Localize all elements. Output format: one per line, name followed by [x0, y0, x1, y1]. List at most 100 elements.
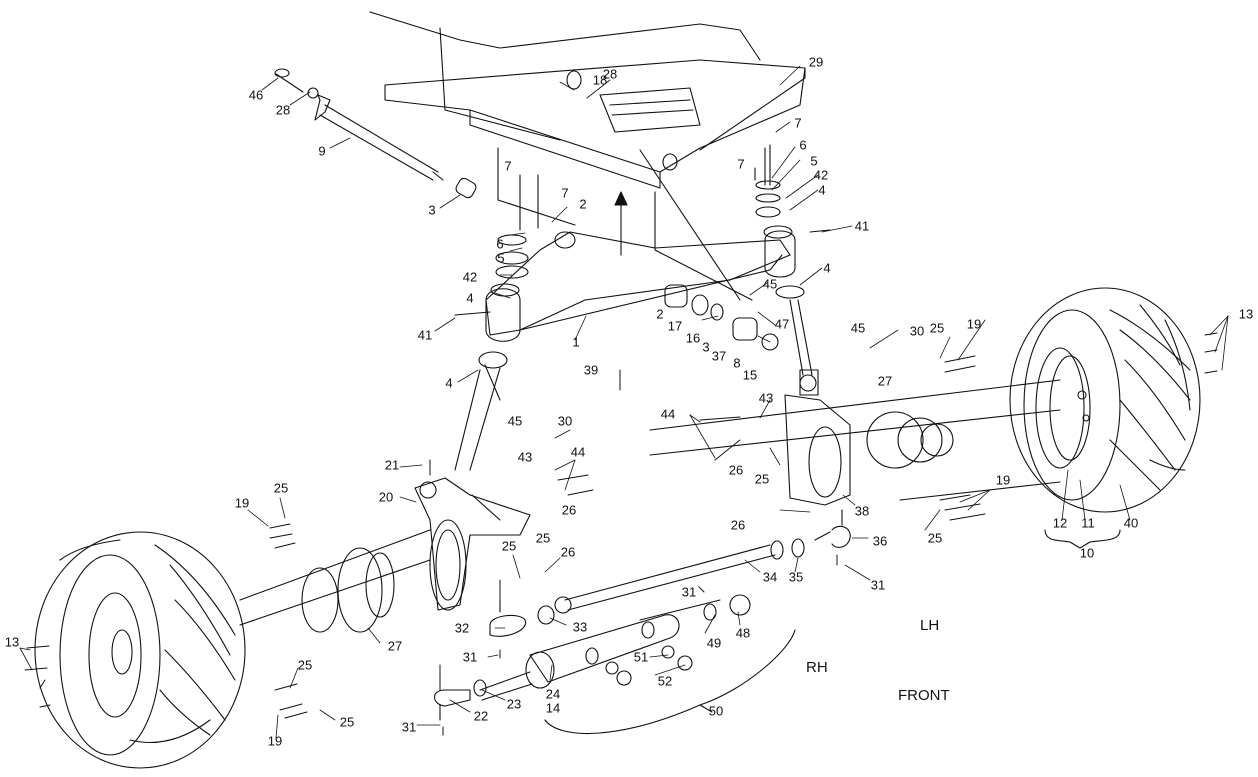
callout-number: 34: [762, 569, 778, 585]
callout-number: 10: [1079, 545, 1095, 561]
callout-number: 39: [583, 362, 599, 378]
callout-number: 19: [234, 495, 250, 511]
callout-number: 4: [445, 375, 453, 391]
callout-number: 51: [633, 649, 649, 665]
callout-number: 31: [681, 584, 697, 600]
callout-number: 44: [660, 406, 676, 422]
callout-number: 14: [545, 700, 561, 716]
callout-number: 6: [496, 236, 504, 252]
callout-number: 28: [602, 66, 618, 82]
group-brackets: [544, 529, 1121, 735]
callout-number: 31: [462, 649, 478, 665]
callout-number: 18: [592, 72, 608, 88]
lh-axle-lines: [649, 379, 1061, 501]
callout-number: 4: [823, 260, 831, 276]
pivot-bushings: [664, 284, 779, 351]
callout-number: 25: [273, 480, 289, 496]
callout-number: 25: [929, 320, 945, 336]
callout-number: 25: [754, 471, 770, 487]
callout-number: 31: [870, 577, 886, 593]
callout-number: 45: [762, 276, 778, 292]
callout-number: 2: [579, 196, 587, 212]
callout-number: 26: [560, 544, 576, 560]
rh-wheel-tire: [34, 531, 246, 769]
callout-number: 17: [667, 318, 683, 334]
bolt-fasteners: [24, 229, 1218, 736]
callout-number: 5: [810, 153, 818, 169]
callout-number: 40: [1123, 515, 1139, 531]
callout-number: 25: [535, 530, 551, 546]
callout-number: 45: [850, 320, 866, 336]
callout-number: 43: [758, 390, 774, 406]
callout-number: 35: [788, 569, 804, 585]
callout-number: 9: [318, 143, 326, 159]
callout-number: 4: [466, 290, 474, 306]
callout-number: 3: [702, 339, 710, 355]
callout-number: 36: [872, 533, 888, 549]
callout-number: 2: [656, 306, 664, 322]
callout-number: 1: [572, 334, 580, 350]
callout-number: 4: [818, 182, 826, 198]
callout-number: 24: [545, 686, 561, 702]
rh-kingpin-stack: [454, 174, 539, 471]
callout-number: 25: [927, 530, 943, 546]
pivot-rod: [274, 68, 477, 199]
callout-number: 49: [706, 635, 722, 651]
callout-number: 50: [708, 703, 724, 719]
callout-number: 6: [799, 137, 807, 153]
callout-number: 38: [854, 503, 870, 519]
lh-spindle: [784, 369, 851, 506]
callout-number: 13: [1238, 306, 1254, 322]
front-direction-arrow-icon: [614, 191, 628, 256]
callout-number: 27: [387, 638, 403, 654]
callout-number: 16: [685, 330, 701, 346]
callout-number: 32: [454, 620, 470, 636]
callout-number: 7: [561, 185, 569, 201]
callout-number: 19: [267, 733, 283, 749]
callout-number: 11: [1081, 515, 1095, 531]
callout-number: 12: [1052, 515, 1068, 531]
leader-lines: [19, 65, 1229, 739]
callout-number: 3: [428, 202, 436, 218]
callout-number: 37: [711, 348, 727, 364]
callout-number: 46: [248, 87, 264, 103]
frame-plate: [369, 11, 806, 301]
callout-number: 33: [572, 619, 588, 635]
callout-number: 48: [735, 625, 751, 641]
callout-number: 43: [517, 449, 533, 465]
callout-number: 29: [808, 54, 824, 70]
callout-number: 45: [507, 413, 523, 429]
callout-number: 41: [854, 218, 870, 234]
callout-number: 8: [733, 355, 741, 371]
callout-number: 13: [4, 634, 20, 650]
rh-spindle: [414, 477, 531, 611]
callout-number: 22: [473, 708, 489, 724]
front-label: FRONT: [898, 687, 950, 704]
callout-number: 19: [966, 316, 982, 332]
callout-number: 30: [909, 323, 925, 339]
callout-number: 44: [570, 444, 586, 460]
callout-number: 7: [737, 156, 745, 172]
steering-cylinder: [433, 614, 693, 721]
callout-number: 25: [339, 714, 355, 730]
tie-rod-assembly: [489, 509, 851, 637]
callout-number: 5: [497, 250, 505, 266]
callout-number: 31: [401, 719, 417, 735]
callout-number: 28: [275, 102, 291, 118]
callout-number: 7: [504, 158, 512, 174]
callout-number: 19: [995, 472, 1011, 488]
callout-number: 42: [462, 269, 478, 285]
lh-label: LH: [920, 617, 940, 634]
front-axle-beam: [485, 230, 796, 342]
callout-number: 52: [657, 673, 673, 689]
rh-label: RH: [806, 659, 828, 676]
callout-number: 15: [742, 367, 758, 383]
callout-number: 25: [501, 538, 517, 554]
callout-number: 25: [297, 657, 313, 673]
callout-number: 30: [557, 413, 573, 429]
callout-number: 7: [794, 115, 802, 131]
callout-number: 47: [774, 316, 790, 332]
callout-number: 21: [384, 457, 400, 473]
